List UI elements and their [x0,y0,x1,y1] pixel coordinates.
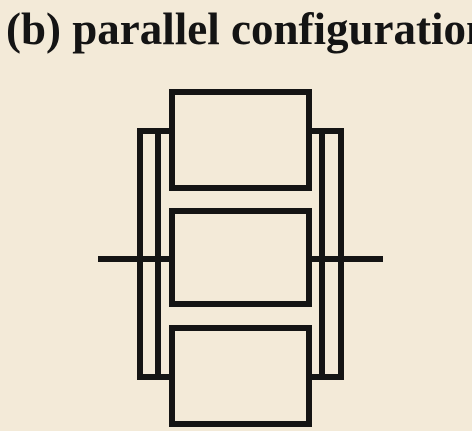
block-2 [169,208,312,307]
block-1 [169,89,312,191]
block-3 [169,325,312,427]
figure-title: (b) parallel configuration [6,4,472,54]
